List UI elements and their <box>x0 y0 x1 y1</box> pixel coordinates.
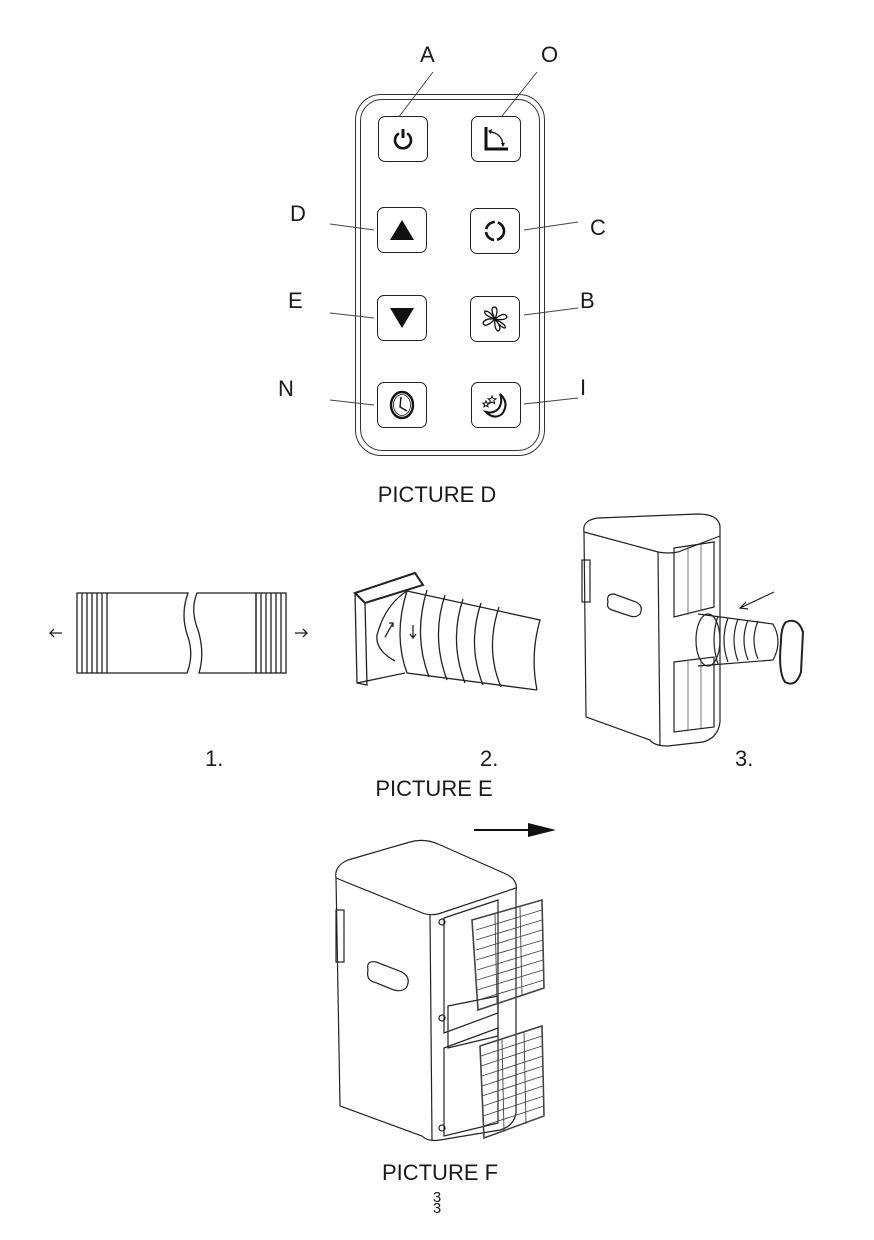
fan-button[interactable] <box>470 296 520 342</box>
sleep-button[interactable] <box>471 382 521 428</box>
unit-filter-removal-illustration <box>335 839 545 1142</box>
label-b: B <box>580 288 595 313</box>
page-number-line-1: 3 <box>432 1189 442 1206</box>
swing-icon <box>484 127 508 151</box>
picture-d-caption: PICTURE D <box>377 482 497 507</box>
step-3-label: 3. <box>735 746 754 771</box>
remote-inner-border <box>360 99 540 451</box>
label-n: N <box>278 376 294 401</box>
mode-button[interactable] <box>470 208 520 254</box>
unit-with-hose-illustration <box>581 513 805 747</box>
mode-circle-icon <box>484 220 506 242</box>
label-i: I <box>580 375 587 400</box>
step-1-label: 1. <box>205 746 224 771</box>
label-e: E <box>288 288 303 313</box>
fan-icon <box>482 306 508 332</box>
power-button[interactable] <box>378 116 428 162</box>
hose-extension-illustration <box>49 592 308 674</box>
down-button[interactable] <box>377 295 427 341</box>
picture-f-caption: PICTURE F <box>381 1160 499 1185</box>
remote-control <box>355 94 545 456</box>
power-icon <box>393 129 413 150</box>
step-2-label: 2. <box>480 746 499 771</box>
moon-stars-icon <box>481 393 507 418</box>
up-button[interactable] <box>377 207 427 253</box>
window-adaptor-illustration <box>353 571 541 691</box>
label-a: A <box>420 42 435 67</box>
clock-icon <box>389 390 415 420</box>
picture-e-caption: PICTURE E <box>375 776 493 801</box>
label-o: O <box>541 42 559 67</box>
page-number: 3 3 <box>427 1189 447 1217</box>
direction-arrow-icon <box>474 823 556 837</box>
swing-button[interactable] <box>471 116 521 162</box>
label-d: D <box>290 201 306 226</box>
triangle-down-icon <box>390 308 414 328</box>
page-number-line-2: 3 <box>432 1200 442 1217</box>
timer-button[interactable] <box>377 382 427 428</box>
label-c: C <box>590 215 606 240</box>
remote-leader-lines <box>329 71 579 406</box>
triangle-up-icon <box>390 220 414 240</box>
